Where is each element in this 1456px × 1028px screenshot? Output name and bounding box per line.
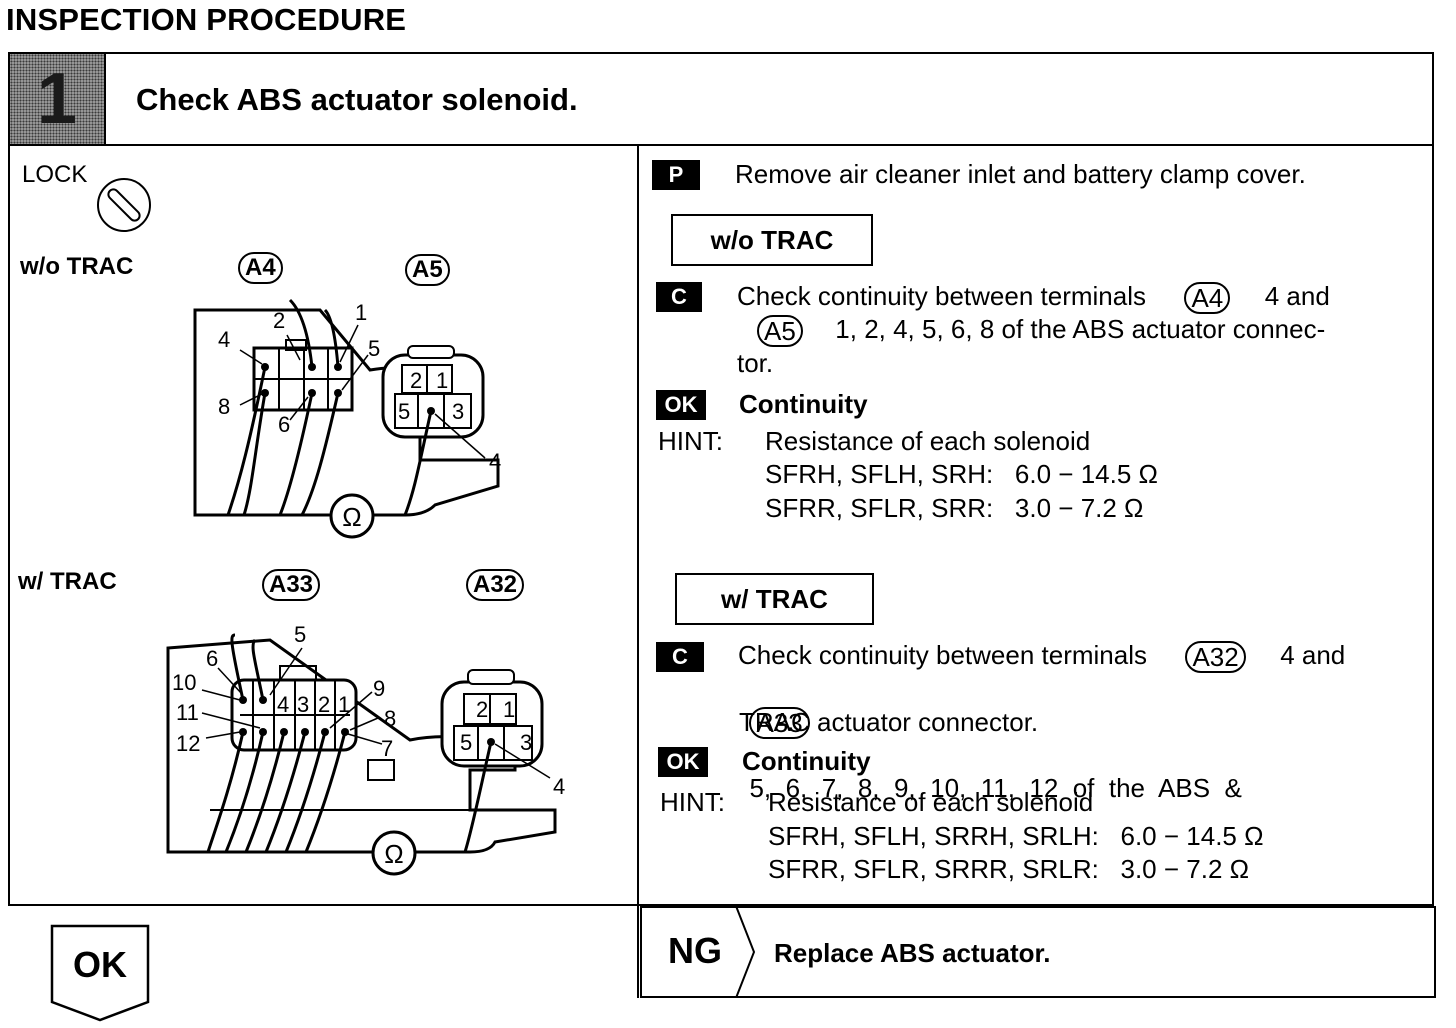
prep-text: Remove air cleaner inlet and battery cla… xyxy=(735,159,1306,189)
with-trac-ok-text: Continuity xyxy=(742,746,871,776)
with-trac-hint-line2: SFRR, SFLR, SRRR, SRLR: 3.0 − 7.2 Ω xyxy=(768,854,1250,884)
a33-callout-10: 10 xyxy=(172,670,197,695)
ng-result-box xyxy=(640,906,1436,998)
a33-pin-3-label: 3 xyxy=(297,692,310,717)
without-trac-header: w/o TRAC xyxy=(671,214,873,266)
without-trac-conn-a5: A5 xyxy=(757,315,803,348)
with-trac-connector-diagram: Ω xyxy=(166,633,557,876)
a32-pin-3-label: 3 xyxy=(520,730,533,755)
without-trac-ok-text: Continuity xyxy=(739,389,868,419)
a4-pin-4-label: 4 xyxy=(218,327,231,352)
a5-pin-5-label: 5 xyxy=(398,399,411,424)
a5-pin-4-label: 4 xyxy=(489,449,502,474)
a32-pin-4-label: 4 xyxy=(553,774,566,799)
column-divider xyxy=(637,146,639,998)
without-trac-hint-line2: SFRR, SFLR, SRR: 3.0 − 7.2 Ω xyxy=(765,493,1144,523)
without-trac-ok-tag: OK xyxy=(656,390,706,420)
a32-pin-1-label: 1 xyxy=(503,697,516,722)
without-trac-hint-label: HINT: xyxy=(658,426,723,456)
with-trac-ok-tag: OK xyxy=(658,747,708,777)
svg-text:Ω: Ω xyxy=(384,839,403,869)
a33-callout-6: 6 xyxy=(206,646,219,671)
a32-pin-2-label: 2 xyxy=(476,697,489,722)
with-trac-check-tag: C xyxy=(656,642,704,672)
connector-a33-tag: A33 xyxy=(262,569,321,601)
a4-pin-1-label: 1 xyxy=(355,300,368,325)
a33-callout-9: 9 xyxy=(373,676,386,701)
a5-pin-2-label: 2 xyxy=(410,368,423,393)
a33-callout-11: 11 xyxy=(176,700,199,725)
ohmmeter-icon xyxy=(329,493,375,539)
svg-text:Ω: Ω xyxy=(342,502,361,532)
without-trac-check-line3: tor. xyxy=(737,348,774,378)
without-trac-connector-diagram: Ω xyxy=(193,298,500,539)
ok-result-arrow xyxy=(50,924,150,1022)
lock-label: LOCK xyxy=(22,161,88,188)
a32-pin-5-label: 5 xyxy=(460,730,473,755)
a33-callout-8: 8 xyxy=(384,706,397,731)
prep-tag: P xyxy=(652,160,700,190)
a33-callout-12: 12 xyxy=(176,731,201,756)
without-trac-check-tag: C xyxy=(656,282,702,312)
with-trac-conn-a32: A32 xyxy=(1185,641,1246,674)
ng-chevron xyxy=(735,906,756,998)
connector-a5-tag: A5 xyxy=(405,254,450,286)
a5-pin-1-label: 1 xyxy=(436,368,449,393)
ok-result-label: OK xyxy=(73,944,127,985)
actuator-body-outline xyxy=(166,638,557,854)
a4-pin-6-label: 6 xyxy=(278,412,291,437)
connector-a32-tag: A32 xyxy=(466,569,525,601)
without-trac-check-line2: A5 1, 2, 4, 5, 6, 8 of the ABS actuator … xyxy=(757,313,1325,348)
step-title: Check ABS actuator solenoid. xyxy=(136,82,578,117)
a33-pin-4-label: 4 xyxy=(277,692,290,717)
without-trac-check-line1: Check continuity between terminals A4 4 … xyxy=(737,281,1330,315)
with-trac-check-line3: TRAC actuator connector. xyxy=(739,707,1039,737)
with-trac-check-line2: A33 5, 6, 7, 8, 9, 10, 11, 12 of the ABS… xyxy=(749,707,1242,804)
lock-icon xyxy=(97,178,151,232)
ng-result-action: Replace ABS actuator. xyxy=(774,938,1051,968)
a33-callout-5: 5 xyxy=(294,622,307,647)
a33-pin-1-label: 1 xyxy=(338,692,351,717)
without-trac-hint-title: Resistance of each solenoid xyxy=(765,426,1091,456)
ng-result-label: NG xyxy=(668,930,722,971)
a4-pin-8-label: 8 xyxy=(218,394,231,419)
a33-pin-2-label: 2 xyxy=(318,692,331,717)
step-header: 1 Check ABS actuator solenoid. xyxy=(8,52,1434,146)
with-trac-header: w/ TRAC xyxy=(675,573,874,625)
a4-pin-2-label: 2 xyxy=(273,308,286,333)
with-trac-hint-title: Resistance of each solenoid xyxy=(768,787,1094,817)
page-heading: INSPECTION PROCEDURE xyxy=(6,2,407,37)
a5-pin-3-label: 3 xyxy=(452,399,465,424)
with-trac-check-line1: Check continuity between terminals A32 4… xyxy=(738,640,1346,674)
ohmmeter-icon xyxy=(371,830,417,876)
with-trac-hint-label: HINT: xyxy=(660,787,725,817)
a4-pin-5-label: 5 xyxy=(368,336,381,361)
without-trac-conn-a4: A4 xyxy=(1184,282,1231,315)
figure-label-without-trac: w/o TRAC xyxy=(20,253,134,280)
step-number: 1 xyxy=(10,54,106,144)
connector-a4-tag: A4 xyxy=(238,252,283,284)
with-trac-hint-line1: SFRH, SFLH, SRRH, SRLH: 6.0 − 14.5 Ω xyxy=(768,821,1264,851)
figure-label-with-trac: w/ TRAC xyxy=(18,568,117,595)
step-body xyxy=(8,146,1434,906)
without-trac-hint-line1: SFRH, SFLH, SRH: 6.0 − 14.5 Ω xyxy=(765,459,1158,489)
with-trac-conn-a33: A33 xyxy=(749,707,810,740)
a33-callout-7: 7 xyxy=(381,736,394,761)
